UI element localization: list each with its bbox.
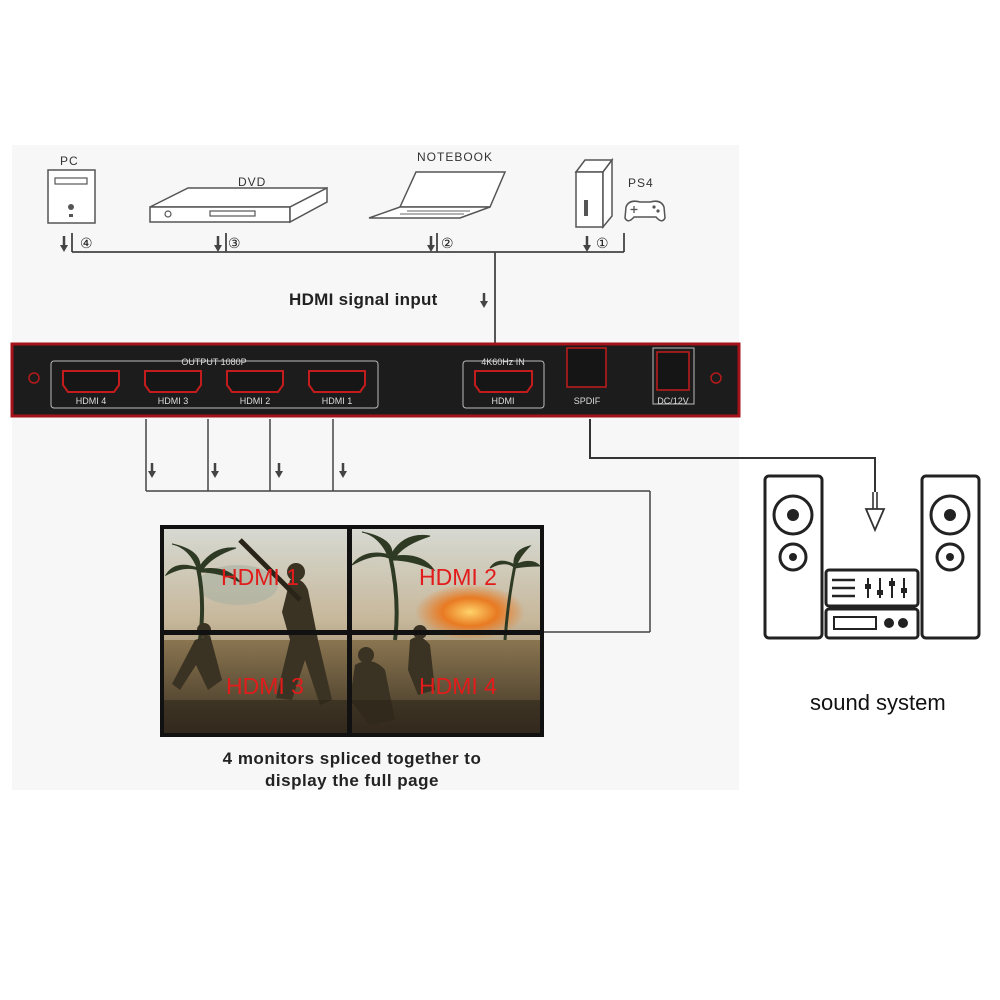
power-label: DC/12V [657,396,689,406]
hdmi-port-out-3 [144,370,202,393]
pc-icon [47,169,96,224]
notebook-icon [368,171,507,219]
input-number-3: ③ [228,235,241,251]
source-label-notebook: NOTEBOOK [417,150,494,164]
gamepad-icon [624,200,666,222]
port-label-hdmi-3: HDMI 3 [158,396,189,406]
right-speaker-icon [920,474,981,640]
bezel-horizontal [160,630,544,635]
hdmi-port-out-2 [226,370,284,393]
output-group-frame [50,360,379,409]
amplifier-icon [824,568,920,640]
quadrant-label-hdmi-4: HDMI 4 [419,673,497,699]
power-frame [652,347,695,405]
hdmi-port-out-4 [62,370,120,393]
source-label-ps4: PS4 [628,176,654,190]
input-connections [71,233,625,343]
video-wall-caption-line-1: 4 monitors spliced together to [222,749,482,768]
input-group-label: 4K60Hz IN [481,357,525,367]
video-wall-caption-line-2: display the full page [265,771,439,790]
audio-arrow [864,492,886,533]
input-port-label: HDMI [492,396,515,406]
output-connections [145,419,651,633]
audio-connection [589,419,876,492]
quadrant-label-hdmi-1: HDMI 1 [221,564,299,590]
quadrant-label-hdmi-3: HDMI 3 [226,673,304,699]
output-arrows [148,463,347,478]
source-label-pc: PC [60,154,79,168]
splitter-panel: OUTPUT 1080P HDMI 4 HDMI 3 HDMI 2 HDMI 1… [10,342,741,418]
input-number-2: ② [441,235,454,251]
dvd-player-icon [149,186,328,224]
hdmi-port-in [474,370,533,393]
port-label-hdmi-4: HDMI 4 [76,396,107,406]
mount-hole-left [28,372,40,384]
port-label-hdmi-2: HDMI 2 [240,396,271,406]
sound-system-label: sound system [810,690,946,715]
input-arrows [60,236,591,308]
power-switch [656,351,690,391]
input-number-4: ④ [80,235,93,251]
hdmi-port-out-1 [308,370,366,393]
left-speaker-icon [763,474,824,640]
ps4-console-icon [574,157,614,230]
input-group-frame [462,360,545,409]
spdif-label: SPDIF [574,396,601,406]
mount-hole-right [710,372,722,384]
output-group-label: OUTPUT 1080P [181,357,246,367]
port-label-hdmi-1: HDMI 1 [322,396,353,406]
quadrant-label-hdmi-2: HDMI 2 [419,564,497,590]
source-label-dvd: DVD [238,175,267,189]
video-wall: HDMI 1 HDMI 2 HDMI 3 HDMI 4 [160,525,544,737]
spdif-port [566,347,607,388]
input-number-1: ① [596,235,609,251]
hdmi-signal-input-label: HDMI signal input [289,290,438,309]
